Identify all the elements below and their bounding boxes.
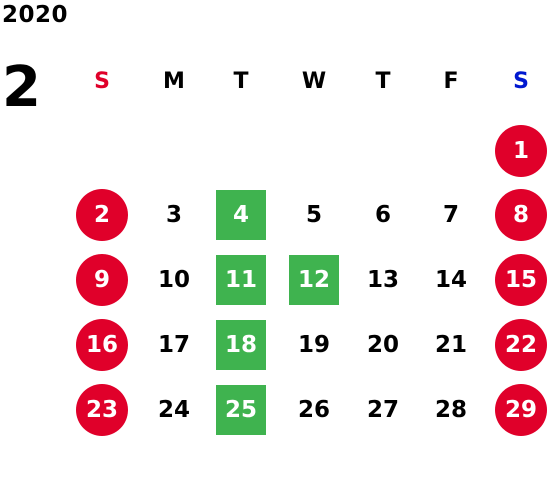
day-cell[interactable]: 10 <box>157 267 190 293</box>
day-cell[interactable]: 3 <box>165 202 182 228</box>
day-cell[interactable]: 26 <box>297 397 330 423</box>
day-cell-holiday[interactable]: 22 <box>495 319 547 371</box>
day-cell-highlighted[interactable]: 11 <box>216 255 266 305</box>
day-cell[interactable]: 14 <box>434 267 467 293</box>
weekday-header-6: S <box>513 68 529 94</box>
day-cell-highlighted[interactable]: 25 <box>216 385 266 435</box>
weekday-header-3: W <box>301 68 327 94</box>
day-cell[interactable]: 27 <box>366 397 399 423</box>
day-cell[interactable]: 5 <box>305 202 322 228</box>
day-cell[interactable]: 13 <box>366 267 399 293</box>
day-cell[interactable]: 24 <box>157 397 190 423</box>
day-cell-holiday[interactable]: 8 <box>495 189 547 241</box>
day-cell-holiday[interactable]: 23 <box>76 384 128 436</box>
weekday-header-1: M <box>163 68 185 94</box>
weekday-header-2: T <box>233 68 249 94</box>
month-number: 2 <box>2 55 41 120</box>
day-cell-holiday[interactable]: 29 <box>495 384 547 436</box>
day-cell-holiday[interactable]: 9 <box>76 254 128 306</box>
day-cell-highlighted[interactable]: 18 <box>216 320 266 370</box>
year-label: 2020 <box>2 2 69 28</box>
day-cell-holiday[interactable]: 15 <box>495 254 547 306</box>
weekday-header-0: S <box>94 68 110 94</box>
day-cell[interactable]: 21 <box>434 332 467 358</box>
day-cell[interactable]: 28 <box>434 397 467 423</box>
day-cell-holiday[interactable]: 1 <box>495 125 547 177</box>
day-cell[interactable]: 19 <box>297 332 330 358</box>
day-cell[interactable]: 7 <box>442 202 459 228</box>
day-cell-holiday[interactable]: 16 <box>76 319 128 371</box>
day-cell[interactable]: 20 <box>366 332 399 358</box>
weekday-header-5: F <box>443 68 459 94</box>
day-cell[interactable]: 6 <box>374 202 391 228</box>
day-cell-holiday[interactable]: 2 <box>76 189 128 241</box>
day-cell-highlighted[interactable]: 12 <box>289 255 339 305</box>
weekday-header-4: T <box>375 68 391 94</box>
day-cell[interactable]: 17 <box>157 332 190 358</box>
day-cell-highlighted[interactable]: 4 <box>216 190 266 240</box>
